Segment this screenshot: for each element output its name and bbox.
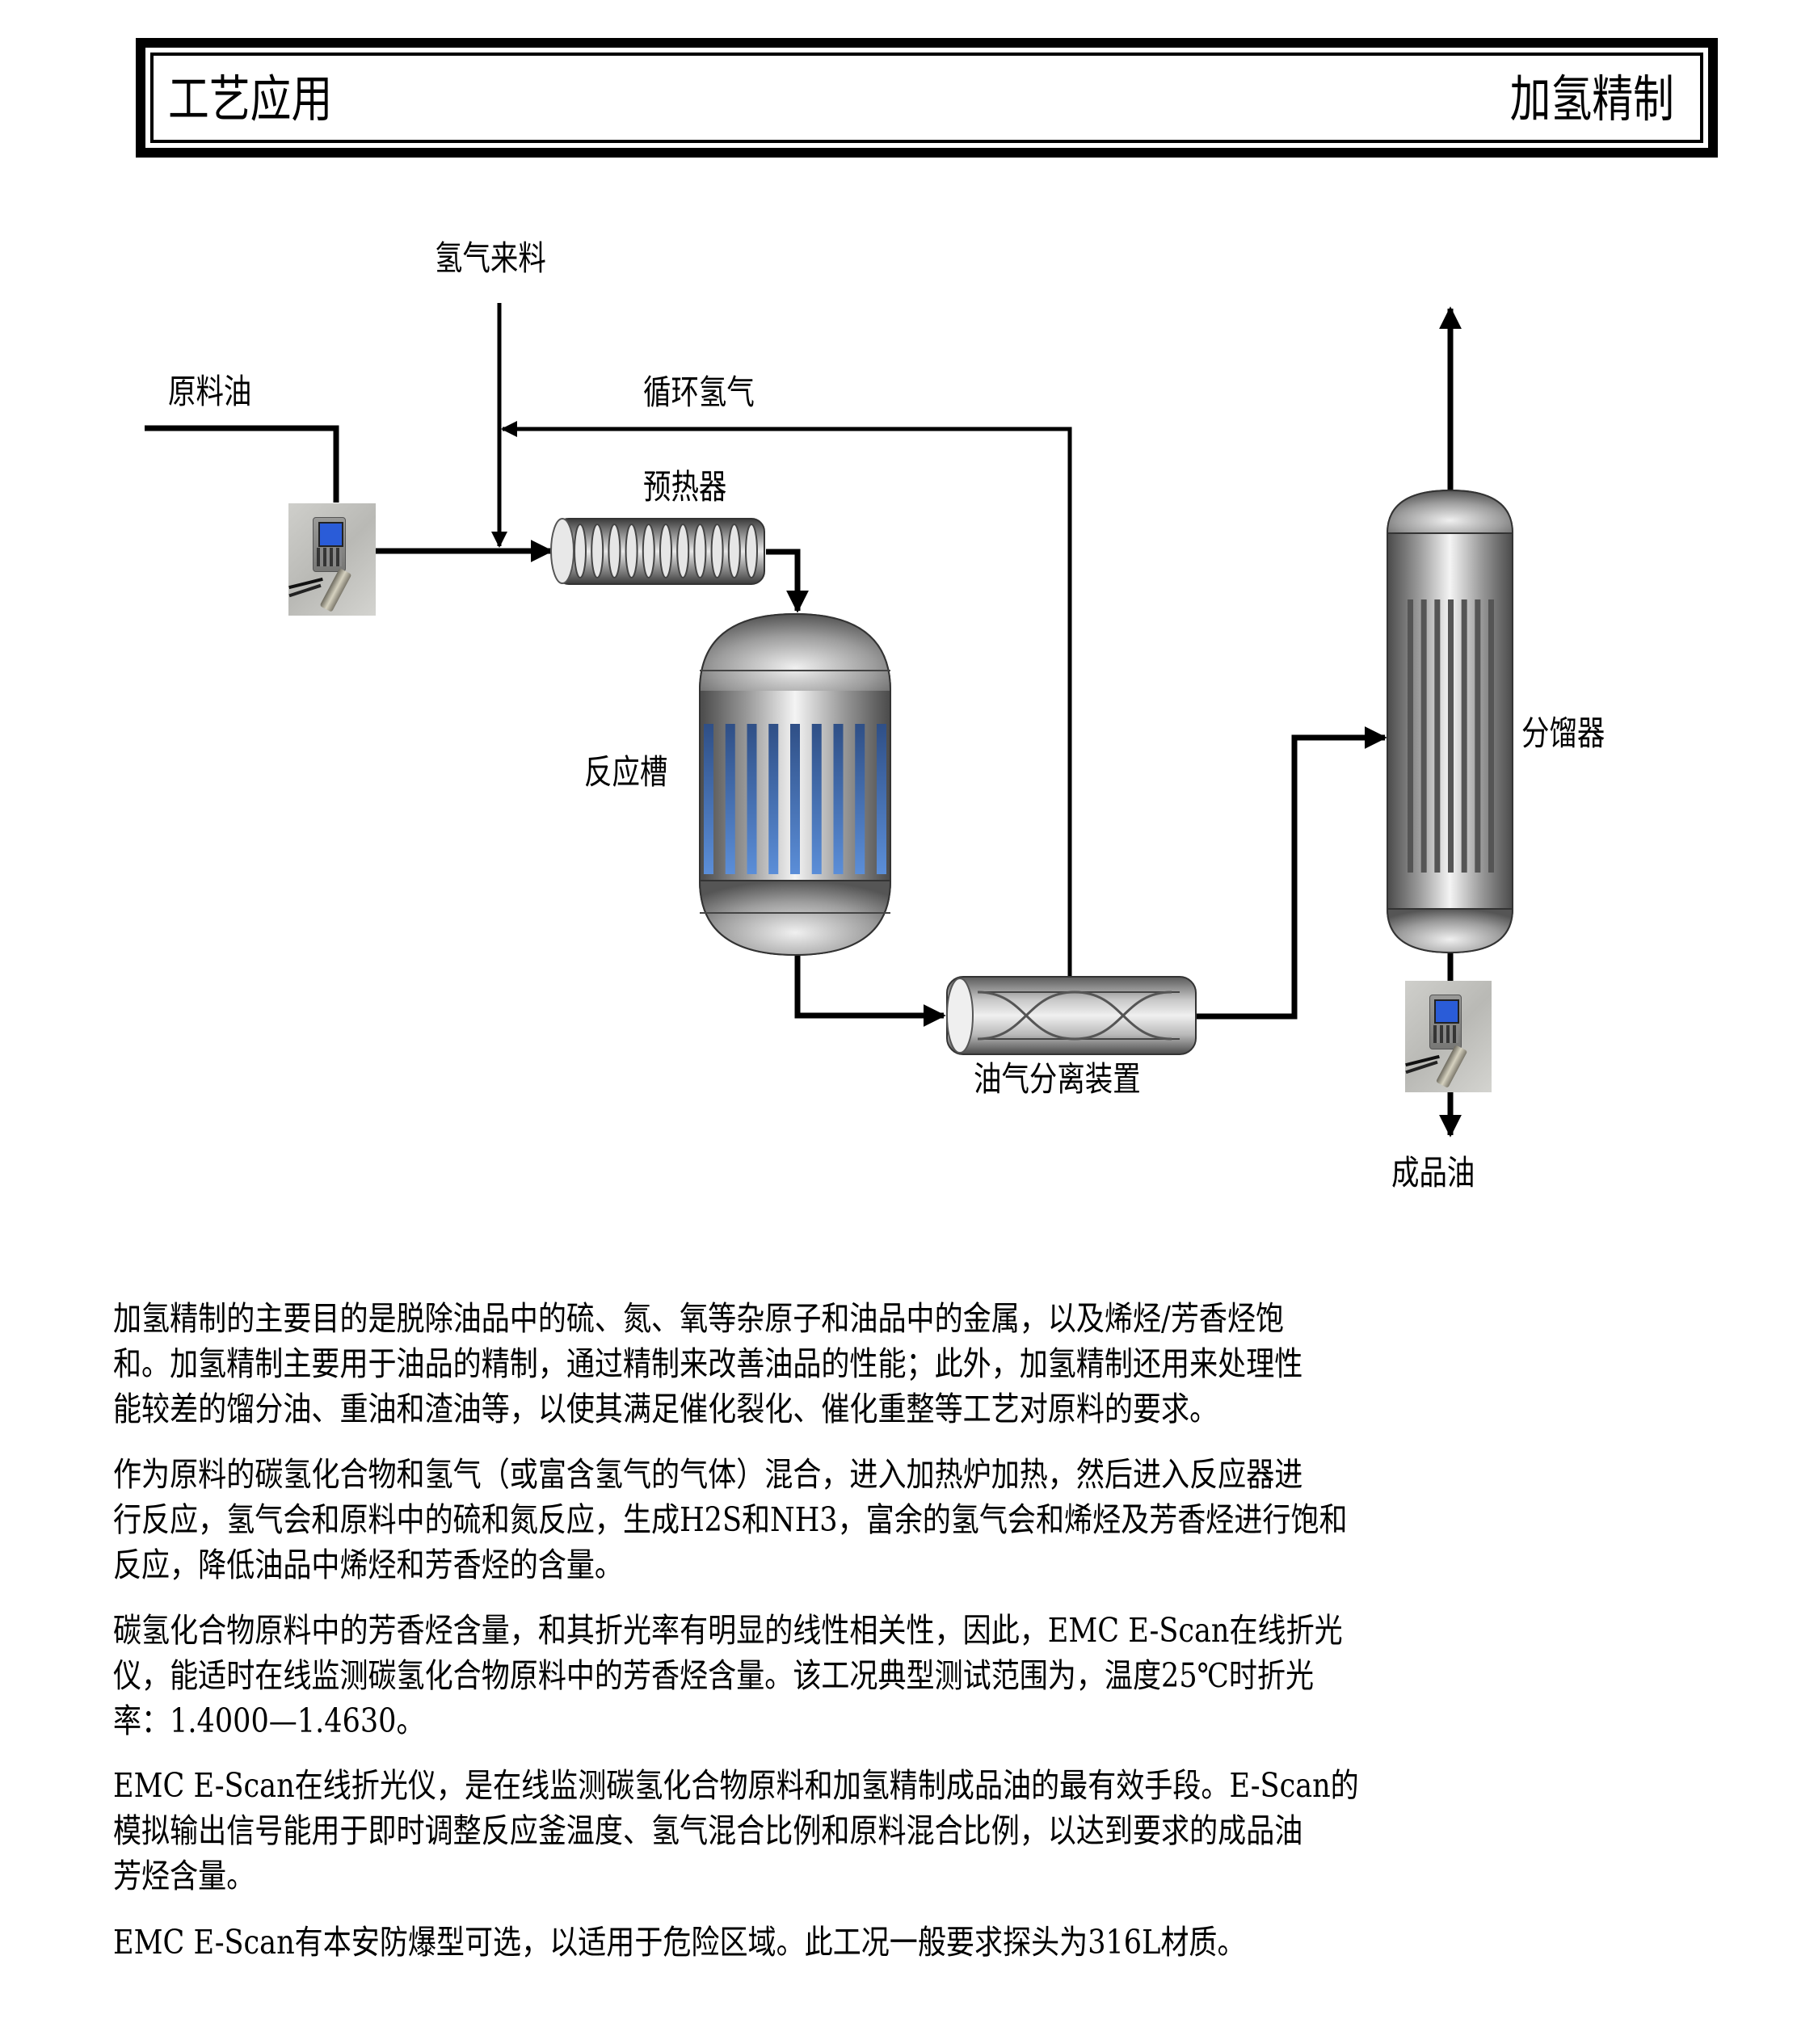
paragraph-safety: EMC E-Scan有本安防爆型可选，以适用于危险区域。此工况一般要求探头为31… <box>113 1923 1246 1962</box>
refractometer-feed[interactable] <box>288 503 376 616</box>
header-frame: 工艺应用 加氢精制 <box>136 38 1718 158</box>
column-tray-bar <box>1448 599 1454 873</box>
preheater-coils <box>574 524 758 578</box>
catalyst-bar <box>725 724 735 874</box>
reactor-outlet-pipe <box>794 955 946 1027</box>
paragraph-purpose: 加氢精制的主要目的是脱除油品中的硫、氮、氧等杂原子和油品中的金属，以及烯烃/芳香… <box>113 1299 1303 1428</box>
preheater-coil <box>625 524 638 578</box>
label-hydrogen-feed: 氢气来料 <box>435 238 546 278</box>
preheater[interactable] <box>550 518 765 585</box>
paragraph-measurement: 碳氢化合物原料中的芳香烃含量，和其折光率有明显的线性相关性，因此，EMC E-S… <box>113 1611 1343 1740</box>
feed-oil-pipe <box>145 425 339 503</box>
column-tray-bar <box>1488 599 1494 873</box>
transmitter-housing <box>1429 994 1462 1049</box>
column-tray-bar <box>1408 599 1413 873</box>
paragraph-control: EMC E-Scan在线折光仪，是在线监测碳氢化合物原料和加氢精制成品油的最有效… <box>113 1766 1359 1895</box>
paragraph-process: 作为原料的碳氢化合物和氢气（或富含氢气的气体）混合，进入加热炉加热，然后进入反应… <box>113 1455 1348 1584</box>
column-trays <box>1408 599 1494 873</box>
preheater-coil <box>710 524 724 578</box>
label-preheater: 预热器 <box>643 467 727 507</box>
reactor-catalyst-bars <box>704 724 886 874</box>
label-fractionator: 分馏器 <box>1521 713 1605 753</box>
display-screen <box>318 522 343 547</box>
catalyst-bar <box>704 724 713 874</box>
preheater-coil <box>642 524 655 578</box>
separator-outlet-pipe <box>1196 726 1387 1020</box>
catalyst-bar <box>855 724 865 874</box>
preheater-coil <box>591 524 604 578</box>
pipes <box>145 303 1462 1138</box>
column-tray-bar <box>1461 599 1467 873</box>
catalyst-bar <box>811 724 822 874</box>
catalyst-bar <box>768 724 779 874</box>
label-separator: 油气分离装置 <box>974 1059 1141 1099</box>
keypad <box>317 548 343 566</box>
catalyst-bar <box>747 724 757 874</box>
label-reactor: 反应槽 <box>584 752 668 792</box>
probe-icon <box>1435 1045 1468 1089</box>
catalyst-bar <box>877 724 886 874</box>
column-tray-bar <box>1434 599 1441 873</box>
process-flow-diagram <box>145 303 1514 1138</box>
catalyst-bar <box>833 724 844 874</box>
preheater-coil <box>693 524 707 578</box>
preheater-coil <box>745 524 758 578</box>
preheater-coil <box>727 524 741 578</box>
section-title: 工艺应用 <box>168 69 333 128</box>
column-tray-bar <box>1420 599 1427 873</box>
catalyst-bar <box>790 724 800 874</box>
header-frame-gap: 工艺应用 加氢精制 <box>145 48 1708 148</box>
refractometer-product[interactable] <box>1405 981 1492 1092</box>
preheater-coil <box>608 524 621 578</box>
label-product-oil: 成品油 <box>1391 1153 1475 1192</box>
application-title: 加氢精制 <box>1509 69 1674 128</box>
recycle-hydrogen-pipe <box>501 421 1072 977</box>
transmitter-housing <box>313 516 347 573</box>
label-recycle-hydrogen: 循环氢气 <box>643 372 755 412</box>
column-tray-bar <box>1475 599 1481 873</box>
probe-icon <box>319 567 352 612</box>
label-feed-oil: 原料油 <box>168 372 252 411</box>
preheater-coil <box>676 524 690 578</box>
preheater-coil <box>659 524 672 578</box>
gas-oil-separator[interactable] <box>946 976 1197 1055</box>
fractionator-column[interactable] <box>1386 489 1514 954</box>
header-inner-box: 工艺应用 加氢精制 <box>150 53 1703 143</box>
reactor-vessel[interactable] <box>698 612 892 957</box>
preheater-outlet-pipe <box>766 549 809 613</box>
display-screen <box>1434 999 1460 1024</box>
keypad <box>1433 1024 1458 1044</box>
preheater-coil <box>574 524 587 578</box>
